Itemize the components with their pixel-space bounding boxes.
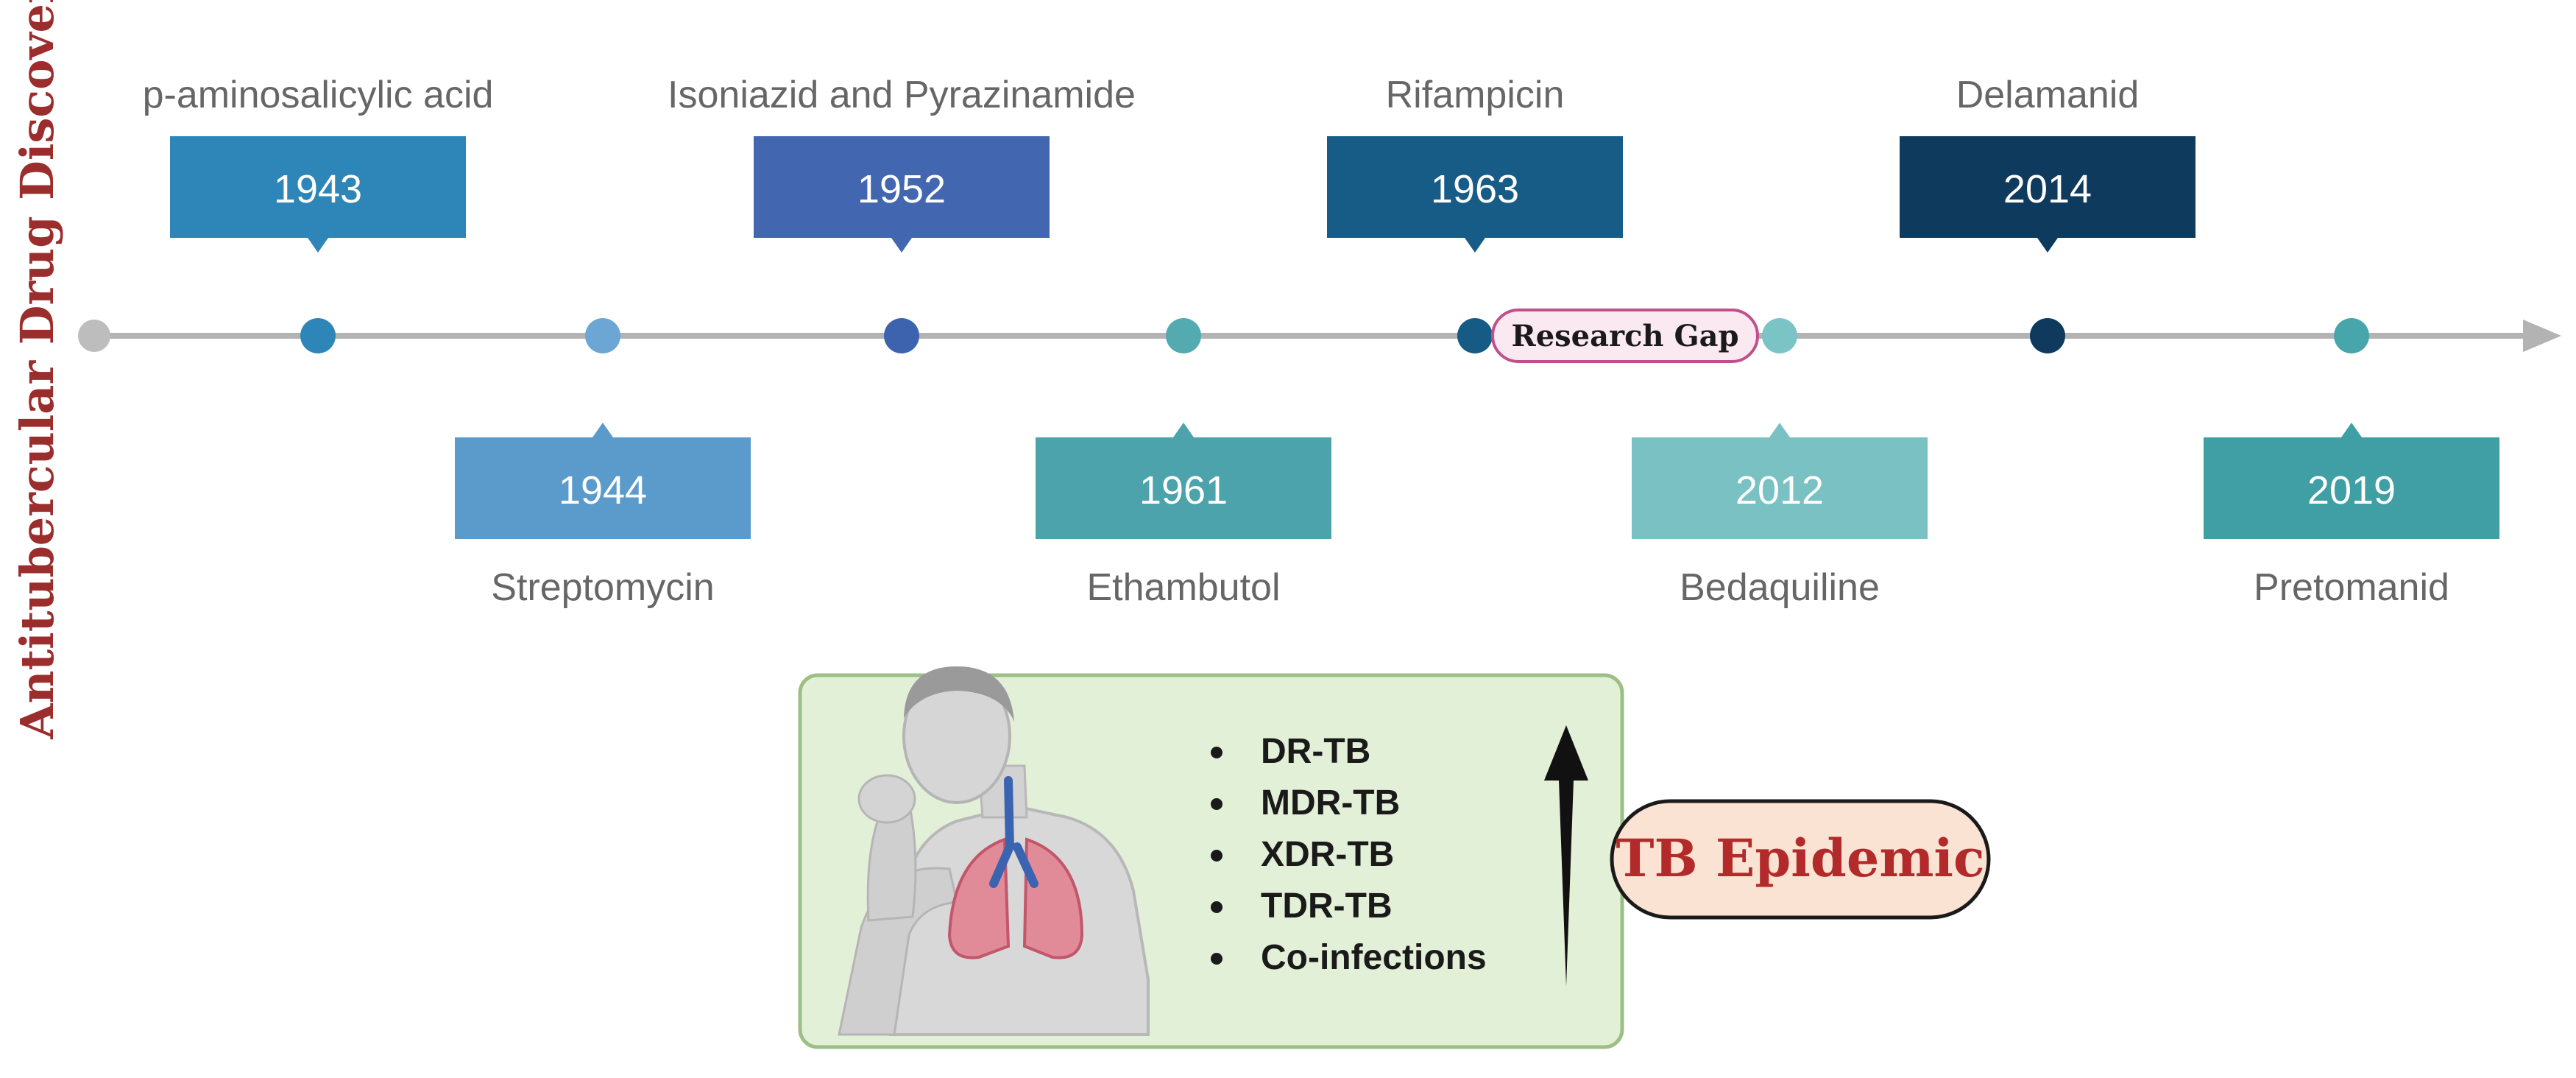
bullet-dot — [1211, 747, 1222, 758]
timeline-dot — [2334, 318, 2369, 353]
year-label: 2014 — [2003, 167, 2092, 211]
list-item: TDR-TB — [1261, 887, 1393, 926]
box-pointer — [592, 423, 613, 437]
side-title: Antitubercular Drug Discovery — [10, 0, 64, 740]
timeline-dot — [1762, 318, 1797, 353]
milestone-1943: 1943 p-aminosalicylic acid — [143, 74, 494, 353]
axis-arrowhead — [2523, 320, 2561, 352]
research-gap: Research Gap — [1491, 309, 1759, 363]
milestone-1963: 1963 Rifampicin — [1327, 74, 1623, 353]
timeline-dot — [2030, 318, 2065, 353]
year-label: 1961 — [1139, 468, 1228, 512]
timeline-axis — [78, 320, 2561, 352]
year-label: 1944 — [559, 468, 647, 512]
year-box — [754, 136, 1050, 238]
box-pointer — [891, 238, 912, 253]
box-pointer — [1465, 238, 1485, 253]
year-box — [170, 136, 466, 238]
drug-name-label: Delamanid — [1956, 74, 2140, 116]
list-item: MDR-TB — [1261, 783, 1400, 822]
tb-epidemic-label: TB Epidemic — [1616, 828, 1984, 889]
year-label: 2019 — [2307, 468, 2396, 512]
timeline-dot — [585, 318, 620, 353]
bullet-dot — [1211, 850, 1222, 862]
year-label: 2012 — [1735, 468, 1824, 512]
timeline-dot — [884, 318, 919, 353]
year-label: 1943 — [274, 167, 362, 211]
drug-name-label: Streptomycin — [491, 566, 714, 609]
drug-name-label: Isoniazid and Pyrazinamide — [668, 74, 1136, 116]
box-pointer — [308, 238, 328, 253]
tb-epidemic-pill — [1610, 799, 1991, 920]
timeline-dot — [1166, 318, 1201, 353]
year-box — [1900, 136, 2195, 238]
axis-start-dot — [78, 320, 110, 352]
timeline-dot — [300, 318, 336, 353]
box-pointer — [1769, 423, 1790, 437]
drug-name-label: Rifampicin — [1386, 74, 1565, 116]
bullet-dot — [1211, 953, 1222, 965]
year-box — [455, 437, 751, 539]
bullet-dot — [1211, 901, 1222, 913]
tb-epidemic: TB Epidemic — [1610, 799, 1991, 920]
list-item: DR-TB — [1261, 732, 1370, 771]
research-gap-label: Research Gap — [1511, 319, 1738, 353]
drug-name-label: p-aminosalicylic acid — [143, 74, 494, 116]
box-pointer — [2341, 423, 2362, 437]
drug-name-label: Bedaquiline — [1680, 566, 1880, 609]
timeline-dot — [1457, 318, 1493, 353]
research-gap-pill — [1491, 309, 1759, 363]
coughing-person-illustration — [838, 666, 1150, 1036]
tb-panel: DR-TB MDR-TB XDR-TB TDR-TB Co-infections — [798, 666, 1624, 1049]
box-pointer — [1173, 423, 1194, 437]
drug-name-label: Pretomanid — [2254, 566, 2449, 609]
year-label: 1952 — [857, 167, 946, 211]
milestone-1952: 1952 Isoniazid and Pyrazinamide — [668, 74, 1136, 353]
list-item: XDR-TB — [1261, 835, 1394, 874]
milestone-2014: 2014 Delamanid — [1900, 74, 2195, 353]
year-label: 1963 — [1431, 167, 1519, 211]
increase-arrow-icon — [1544, 725, 1588, 987]
resistance-list: DR-TB MDR-TB XDR-TB TDR-TB Co-infections — [1211, 732, 1487, 977]
drug-name-label: Ethambutol — [1086, 566, 1280, 609]
year-box — [2204, 437, 2499, 539]
bullet-dot — [1211, 798, 1222, 810]
milestones: 1943 p-aminosalicylic acid 1952 Isoniazid a… — [143, 74, 2499, 609]
year-box — [1036, 437, 1331, 539]
year-box — [1327, 136, 1623, 238]
list-item: Co-infections — [1261, 938, 1487, 977]
year-box — [1632, 437, 1928, 539]
box-pointer — [2037, 238, 2058, 253]
